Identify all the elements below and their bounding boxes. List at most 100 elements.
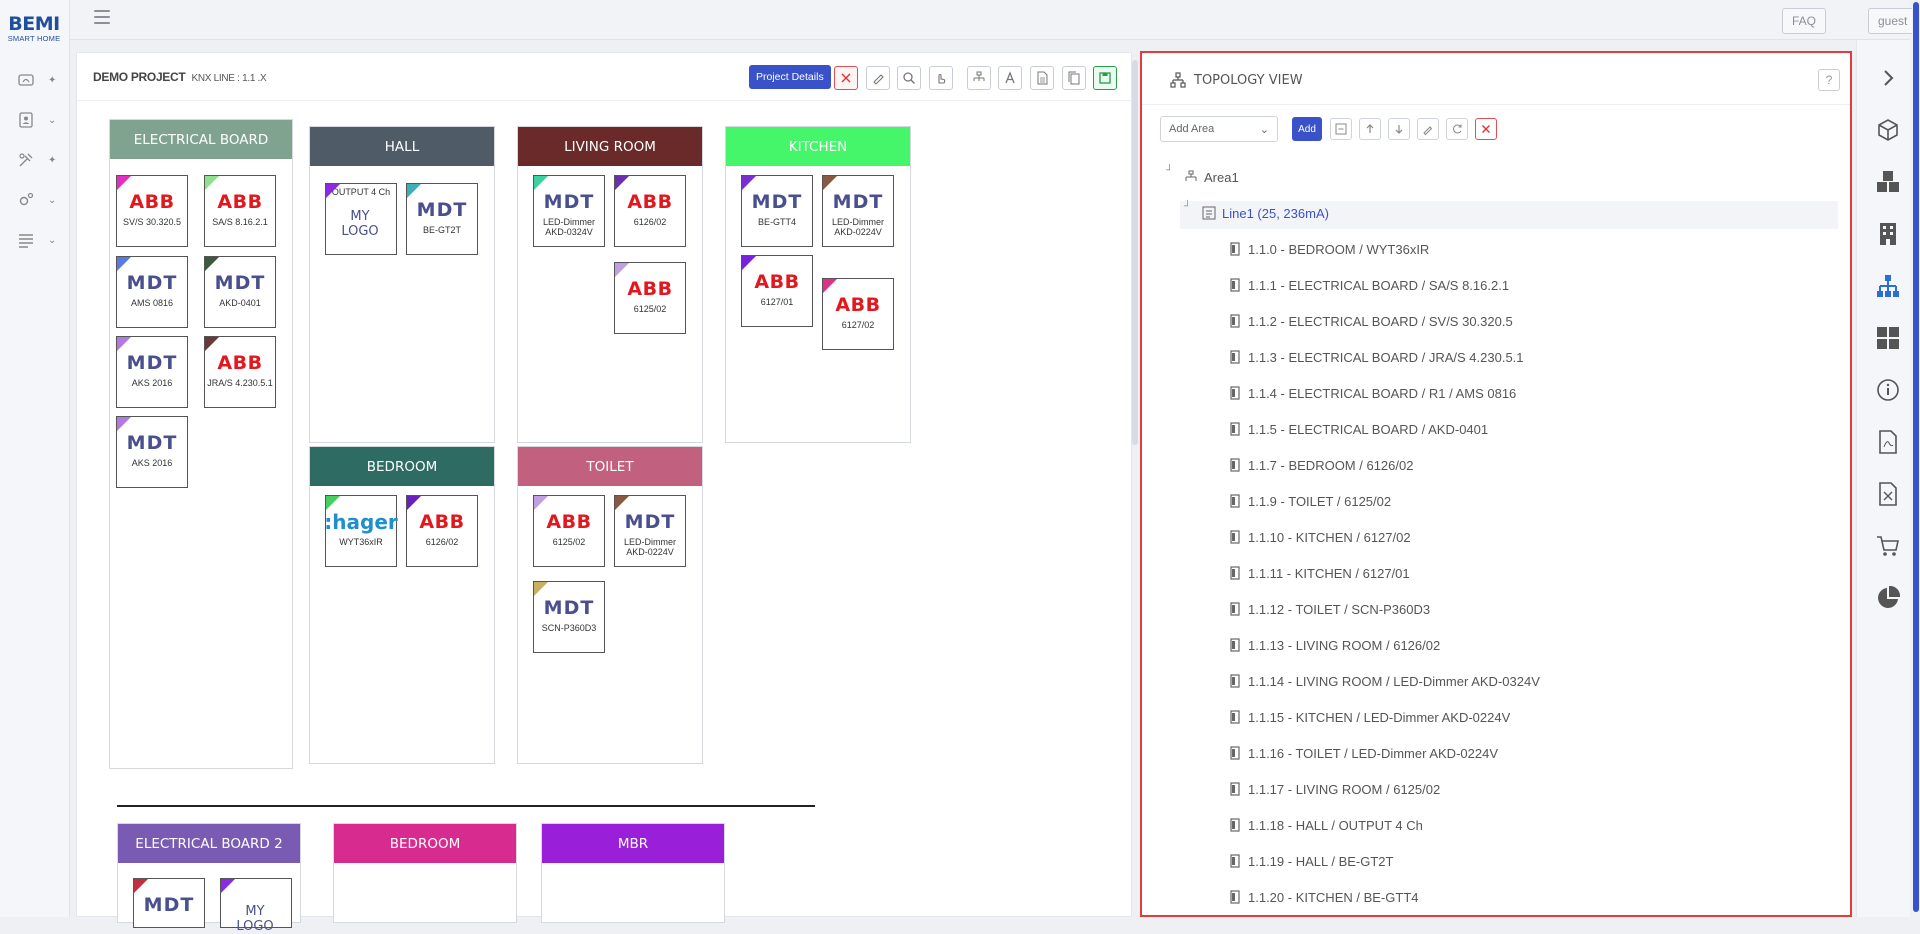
room-mbr[interactable]: MBR xyxy=(541,823,725,923)
tree-device-item[interactable]: 1.1.15 - KITCHEN / LED-Dimmer AKD-0224V xyxy=(1228,709,1510,725)
collapse-icon[interactable]: ┘ xyxy=(1166,165,1174,176)
device-card[interactable]: ABB 6125/02 xyxy=(614,262,686,334)
user-button[interactable]: guest xyxy=(1868,8,1918,34)
pdf-button[interactable] xyxy=(1874,428,1902,456)
excel-button[interactable] xyxy=(1874,480,1902,508)
menu-toggle-icon[interactable] xyxy=(94,10,110,24)
tree-device-item[interactable]: 1.1.5 - ELECTRICAL BOARD / AKD-0401 xyxy=(1228,421,1488,437)
nav-settings[interactable]: ⌄ xyxy=(16,188,58,212)
device-card[interactable]: ABB 6127/01 xyxy=(741,255,813,327)
device-card[interactable]: MDT LED-Dimmer AKD-0324V xyxy=(533,175,605,247)
document-button[interactable] xyxy=(1030,66,1054,90)
expand-button[interactable] xyxy=(1874,64,1902,92)
collapse-icon[interactable]: ┘ xyxy=(1184,201,1192,212)
product-button[interactable] xyxy=(1874,116,1902,144)
device-card[interactable]: MDT BE-GT2T xyxy=(406,183,478,255)
room-header[interactable]: KITCHEN xyxy=(726,127,910,166)
device-card[interactable]: MDT BE-GTT4 xyxy=(741,175,813,247)
nav-tools[interactable]: ✦ xyxy=(16,148,58,172)
tree-device-item[interactable]: 1.1.1 - ELECTRICAL BOARD / SA/S 8.16.2.1 xyxy=(1228,277,1509,293)
tree-device-item[interactable]: 1.1.17 - LIVING ROOM / 6125/02 xyxy=(1228,781,1440,797)
room-header[interactable]: HALL xyxy=(310,127,494,166)
device-card[interactable]: MDT AKD-0401 xyxy=(204,256,276,328)
device-card[interactable]: MDT xyxy=(133,878,205,928)
add-button[interactable]: Add xyxy=(1292,117,1322,141)
device-card[interactable]: MDT AMS 0816 xyxy=(116,256,188,328)
move-up-button[interactable] xyxy=(1359,118,1381,140)
text-button[interactable] xyxy=(998,66,1022,90)
device-card[interactable]: MY LOGO xyxy=(220,878,292,934)
device-card[interactable]: MDT AKS 2016 xyxy=(116,336,188,408)
device-card[interactable]: ABB 6127/02 xyxy=(822,278,894,350)
tree-device-item[interactable]: 1.1.16 - TOILET / LED-Dimmer AKD-0224V xyxy=(1228,745,1498,761)
tree-device-item[interactable]: 1.1.2 - ELECTRICAL BOARD / SV/S 30.320.5 xyxy=(1228,313,1513,329)
device-card[interactable]: ABB SA/S 8.16.2.1 xyxy=(204,175,276,247)
room-header[interactable]: LIVING ROOM xyxy=(518,127,702,166)
tree-device-item[interactable]: 1.1.18 - HALL / OUTPUT 4 Ch xyxy=(1228,817,1423,833)
canvas-scrollbar[interactable] xyxy=(1132,60,1138,445)
project-details-button[interactable]: Project Details xyxy=(749,65,831,89)
room-header[interactable]: ELECTRICAL BOARD 2 xyxy=(118,824,300,863)
tree-device-item[interactable]: 1.1.3 - ELECTRICAL BOARD / JRA/S 4.230.5… xyxy=(1228,349,1524,365)
edit-button[interactable] xyxy=(866,66,890,90)
copy-button[interactable] xyxy=(1062,66,1086,90)
device-card[interactable]: MDT AKS 2016 xyxy=(116,416,188,488)
tree-device-item[interactable]: 1.1.14 - LIVING ROOM / LED-Dimmer AKD-03… xyxy=(1228,673,1540,689)
device-card[interactable]: :hager WYT36xIR xyxy=(324,495,398,567)
room-hall[interactable]: HALL MY LOGO OUTPUT 4 Ch MDT BE-GT2T xyxy=(309,126,495,443)
room-electrical-board-2[interactable]: ELECTRICAL BOARD 2 MDT MY LOGO xyxy=(117,823,301,934)
help-button[interactable]: ? xyxy=(1818,69,1840,91)
dashboard-button[interactable] xyxy=(1874,324,1902,352)
room-bedroom[interactable]: BEDROOM :hager WYT36xIR ABB 6126/02 xyxy=(309,446,495,764)
room-living-room[interactable]: LIVING ROOM MDT LED-Dimmer AKD-0324V ABB… xyxy=(517,126,703,443)
room-toilet[interactable]: TOILET ABB 6125/02 MDT LED-Dimmer AKD-02… xyxy=(517,446,703,764)
tree-device-item[interactable]: 1.1.12 - TOILET / SCN-P360D3 xyxy=(1228,601,1430,617)
search-button[interactable] xyxy=(897,66,921,90)
add-area-select[interactable]: Add Area ⌄ xyxy=(1160,116,1278,142)
tree-device-item[interactable]: 1.1.11 - KITCHEN / 6127/01 xyxy=(1228,565,1410,581)
nav-dashboard[interactable]: ✦ xyxy=(16,68,58,92)
move-down-button[interactable] xyxy=(1388,118,1410,140)
room-header[interactable]: TOILET xyxy=(518,447,702,486)
tree-device-item[interactable]: 1.1.10 - KITCHEN / 6127/02 xyxy=(1228,529,1411,545)
room-header[interactable]: BEDROOM xyxy=(334,824,516,863)
device-card[interactable]: ABB 6126/02 xyxy=(614,175,686,247)
device-card[interactable]: ABB 6126/02 xyxy=(406,495,478,567)
nav-contacts[interactable]: ⌄ xyxy=(16,108,58,132)
cart-button[interactable] xyxy=(1874,532,1902,560)
nav-list[interactable]: ⌄ xyxy=(16,228,58,252)
save-button[interactable] xyxy=(1093,66,1117,90)
tree-line-row[interactable] xyxy=(1180,201,1838,229)
tree-device-item[interactable]: 1.1.13 - LIVING ROOM / 6126/02 xyxy=(1228,637,1440,653)
faq-button[interactable]: FAQ xyxy=(1782,8,1827,34)
device-card[interactable]: MY LOGO OUTPUT 4 Ch xyxy=(325,183,397,255)
delete-button[interactable] xyxy=(1475,118,1497,140)
refresh-button[interactable] xyxy=(1446,118,1468,140)
scrollbar-thumb[interactable] xyxy=(1913,2,1919,912)
close-button[interactable] xyxy=(834,66,858,90)
page-scrollbar[interactable] xyxy=(1912,0,1920,917)
device-card[interactable]: MDT LED-Dimmer AKD-0224V xyxy=(822,175,894,247)
tree-device-item[interactable]: 1.1.0 - BEDROOM / WYT36xIR xyxy=(1228,241,1429,257)
device-card[interactable]: MDT LED-Dimmer AKD-0224V xyxy=(614,495,686,567)
tree-device-item[interactable]: 1.1.7 - BEDROOM / 6126/02 xyxy=(1228,457,1413,473)
touch-button[interactable] xyxy=(929,66,953,90)
collapse-button[interactable] xyxy=(1330,118,1352,140)
topology-button[interactable] xyxy=(1874,272,1902,300)
room-header[interactable]: BEDROOM xyxy=(310,447,494,486)
edit-button[interactable] xyxy=(1417,118,1439,140)
device-card[interactable]: ABB JRA/S 4.230.5.1 xyxy=(204,336,276,408)
brand-logo[interactable]: BEMI SMART HOME xyxy=(4,14,64,43)
building-button[interactable] xyxy=(1874,220,1902,248)
device-card[interactable]: ABB SV/S 30.320.5 xyxy=(116,175,188,247)
room-kitchen[interactable]: KITCHEN MDT BE-GTT4 MDT LED-Dimmer AKD-0… xyxy=(725,126,911,443)
device-card[interactable]: ABB 6125/02 xyxy=(533,495,605,567)
report-button[interactable] xyxy=(1874,584,1902,612)
room-header[interactable]: ELECTRICAL BOARD xyxy=(110,120,292,159)
tree-device-item[interactable]: 1.1.19 - HALL / BE-GT2T xyxy=(1228,853,1393,869)
room-electrical-board[interactable]: ELECTRICAL BOARD ABB SV/S 30.320.5 ABB S… xyxy=(109,119,293,769)
tree-device-item[interactable]: 1.1.4 - ELECTRICAL BOARD / R1 / AMS 0816 xyxy=(1228,385,1516,401)
products-button[interactable] xyxy=(1874,168,1902,196)
device-card[interactable]: MDT SCN-P360D3 xyxy=(533,581,605,653)
info-button[interactable] xyxy=(1874,376,1902,404)
